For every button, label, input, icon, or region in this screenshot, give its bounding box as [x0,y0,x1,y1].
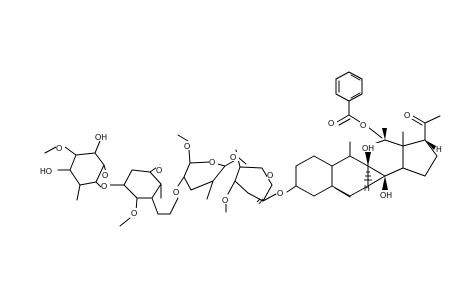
benzoyl-ring-bonds [335,71,383,139]
svg-text:O: O [173,188,179,197]
ester-oxygen: O [360,120,369,130]
svg-text:H: H [364,184,370,193]
sugar-2-methoxy-oxygen: O [184,141,193,151]
wedge-bond-c8-oh [365,152,371,166]
sugar-1-methoxy-oxygen: O [222,195,231,205]
svg-text:O: O [56,144,62,153]
svg-text:O: O [277,189,283,198]
acetyl-carbonyl-oxygen: O [404,110,413,120]
sugar-4-hydroxyl-top: OH [95,132,111,142]
svg-text:OH: OH [380,191,392,200]
svg-text:HO: HO [40,167,52,176]
sugar-3-ring-oxygen: O [156,165,165,175]
svg-text:OH: OH [95,133,107,142]
c8-hydroxyl: OH [362,143,378,153]
svg-text:O: O [101,182,107,191]
ester-carbonyl-oxygen: O [328,118,337,128]
svg-text:H: H [436,145,442,154]
svg-text:O: O [156,166,162,175]
svg-text:O: O [131,209,137,218]
wedge-bond-c14-oh [382,176,388,190]
sugar-2-ring-oxygen: O [209,157,218,167]
svg-text:O: O [209,158,215,167]
c9-hydrogen: H [364,184,370,193]
svg-text:O: O [328,119,334,128]
bond-network [44,71,441,227]
glycosidic-oxygen-1-2: O [230,152,239,162]
svg-text:O: O [102,171,108,180]
c14-hydroxyl: OH [380,190,396,200]
glycosidic-oxygen-3-4: O [101,181,110,191]
svg-text:O: O [230,153,236,162]
hash-bond-sugar [256,198,261,203]
glycosidic-oxygen-2-3: O [173,187,182,197]
svg-text:O: O [404,111,410,120]
svg-text:OH: OH [362,144,374,153]
stereo-bonds [256,128,436,205]
svg-text:O: O [360,121,366,130]
sugar-3-bonds [109,164,171,227]
sugar-4-ring-oxygen: O [102,170,111,180]
wedge-bond-c12-o [382,128,387,140]
atom-labels: O O O H H OH OH O O [40,110,442,218]
sugar-3-methoxy-oxygen: O [131,208,140,218]
wedge-bond-c17-h [425,140,436,150]
sugar-1-ring-oxygen: O [267,170,276,180]
svg-text:O: O [222,196,228,205]
glycosidic-oxygen-c3: O [277,188,286,198]
c17-hydrogen: H [436,145,442,154]
sugar-4-hydroxyl-left: HO [40,166,57,176]
svg-text:O: O [184,142,190,151]
svg-text:O: O [267,171,273,180]
acetyl-bonds [411,115,441,141]
sugar-4-methoxy-oxygen: O [56,143,65,153]
